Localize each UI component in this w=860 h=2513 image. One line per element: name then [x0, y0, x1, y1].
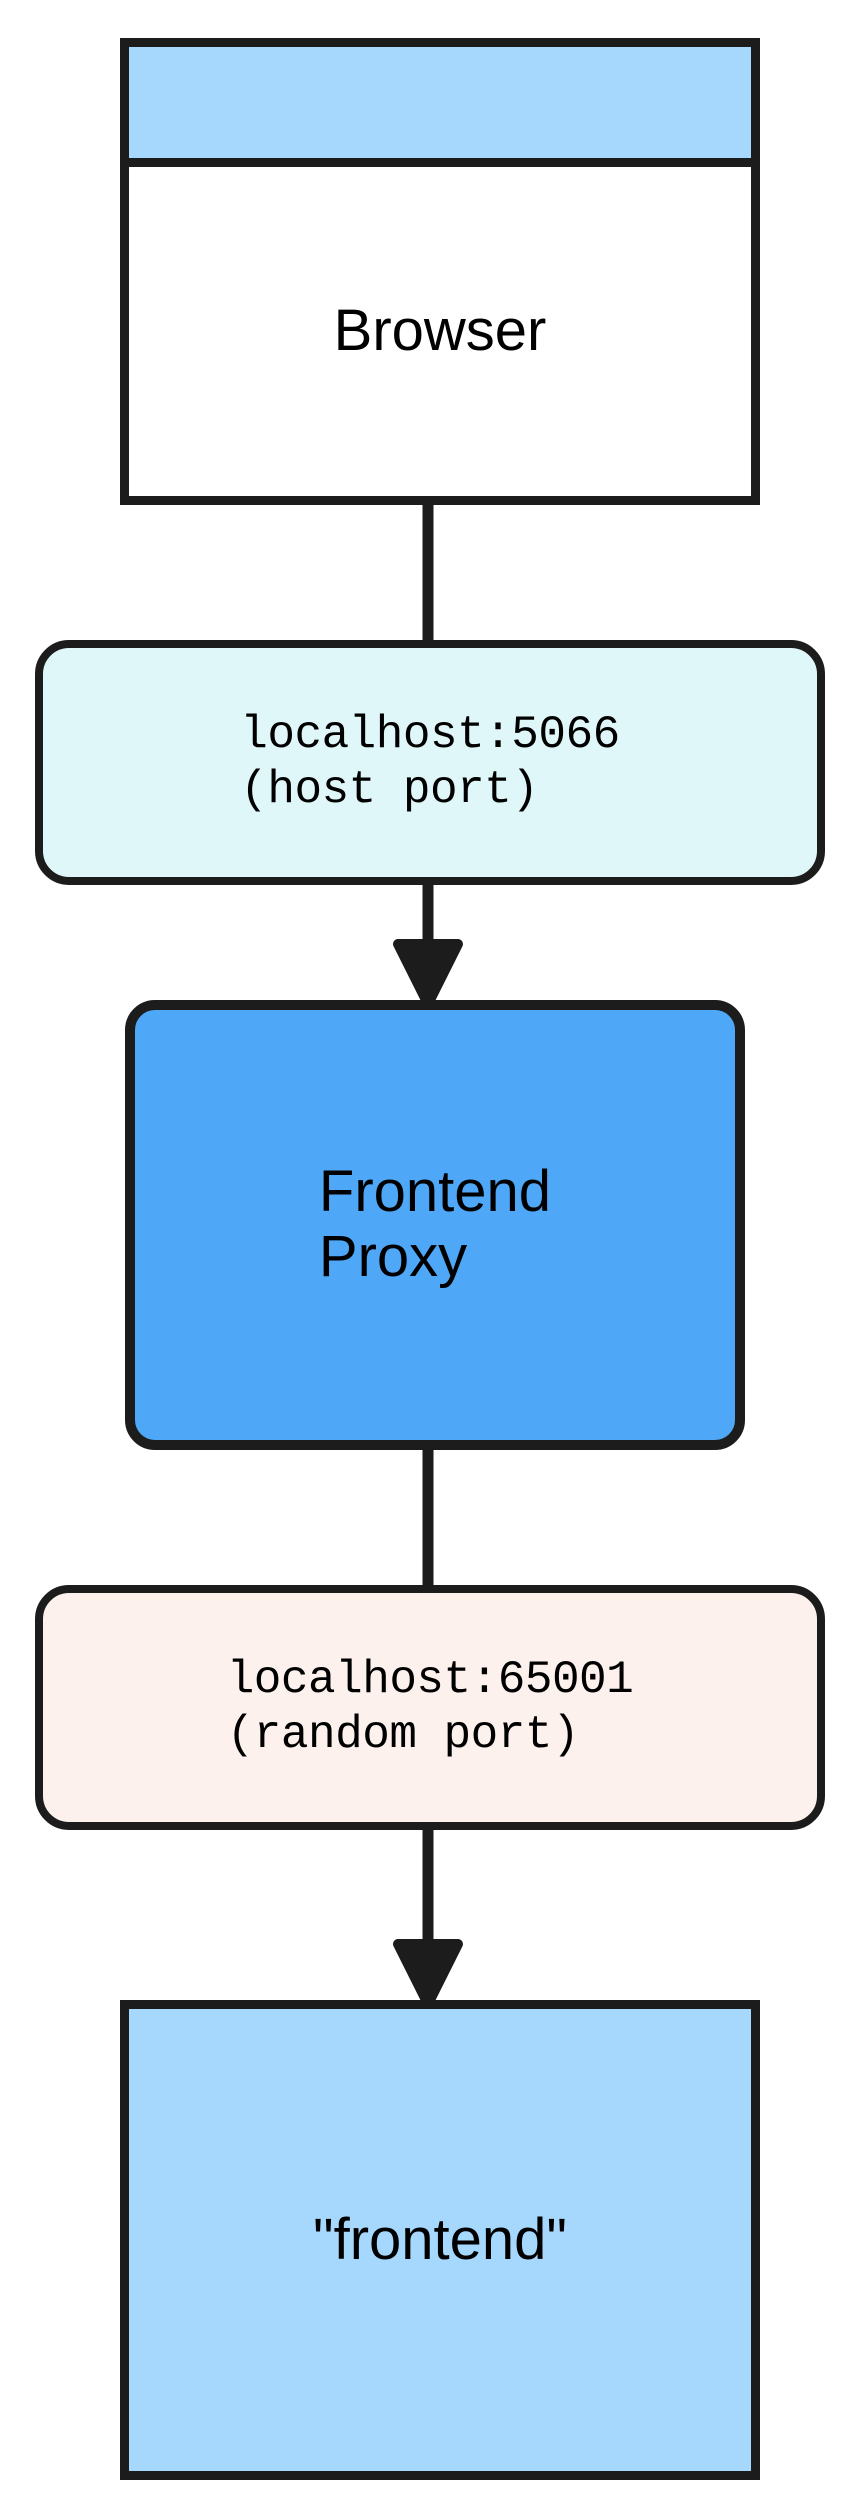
arrowhead-icon-to-proxy: [393, 939, 463, 1009]
node-frontend-proxy-label: Frontend Proxy: [318, 1159, 552, 1290]
host-port-line-1: localhost:5066: [240, 709, 620, 762]
edge-label-host-port-text: localhost:5066 (host port): [240, 708, 620, 817]
edge-label-random-port-text: localhost:65001 (random port): [227, 1653, 634, 1762]
random-port-line-1: localhost:65001: [226, 1654, 634, 1707]
edge-label-random-port[interactable]: localhost:65001 (random port): [35, 1585, 825, 1830]
browser-titlebar: [129, 47, 751, 167]
node-browser[interactable]: Browser: [120, 38, 760, 505]
node-frontend-service[interactable]: "frontend": [120, 2000, 760, 2480]
node-frontend-service-label: "frontend": [312, 2206, 567, 2272]
frontend-proxy-line-2: Proxy: [318, 1224, 468, 1289]
host-port-line-2: (host port): [240, 763, 539, 816]
node-frontend-proxy[interactable]: Frontend Proxy: [125, 1000, 745, 1450]
arrowhead-icon-to-frontend: [393, 1939, 463, 2009]
browser-body: Browser: [129, 167, 751, 496]
edge-label-host-port[interactable]: localhost:5066 (host port): [35, 640, 825, 885]
frontend-proxy-line-1: Frontend: [318, 1159, 552, 1225]
random-port-line-2: (random port): [226, 1708, 580, 1761]
node-browser-label: Browser: [333, 298, 547, 364]
